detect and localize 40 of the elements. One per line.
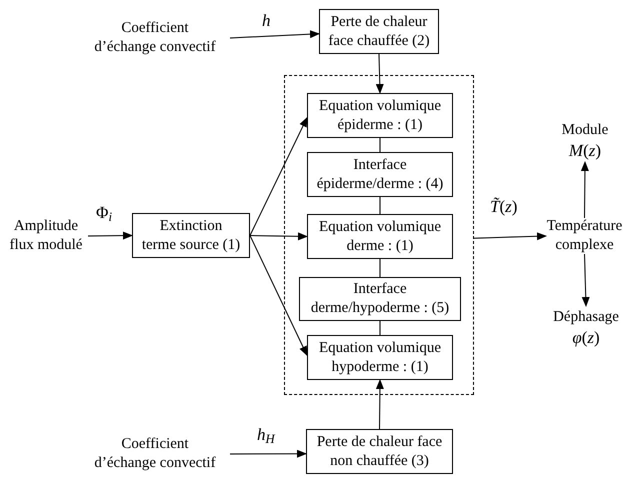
arrow bbox=[376, 379, 384, 430]
arrow bbox=[250, 235, 308, 356]
process-box bbox=[307, 335, 453, 380]
node-label: Interface derme/hypoderme : (5) bbox=[310, 280, 450, 318]
edge-label: h bbox=[262, 10, 270, 32]
node-label: Equation volumique hypoderme : (1) bbox=[318, 338, 442, 376]
process-box bbox=[307, 214, 453, 259]
dashed-group-box bbox=[284, 75, 474, 395]
node-label: Température complexe bbox=[546, 217, 623, 255]
arrow bbox=[376, 54, 384, 94]
process-box bbox=[307, 152, 453, 197]
arrow bbox=[230, 30, 320, 38]
arrow bbox=[582, 254, 590, 307]
node-label: Perte de chaleur face non chauffée (3) bbox=[316, 432, 444, 470]
arrow bbox=[230, 450, 307, 458]
node-label: Equation volumique derme : (1) bbox=[318, 218, 442, 256]
node-label: Déphasage bbox=[553, 308, 619, 326]
process-box bbox=[132, 213, 250, 258]
arrow bbox=[250, 232, 308, 240]
arrow bbox=[580, 161, 589, 218]
node-label: Coefficient d’échange convectif bbox=[93, 19, 217, 57]
math-label: φ(z) bbox=[572, 326, 600, 348]
edge-label: h$_{H}$ bbox=[257, 424, 275, 446]
arrow bbox=[250, 116, 308, 236]
edge-label: T̃(z) bbox=[490, 196, 518, 218]
arrow bbox=[88, 232, 133, 240]
process-box bbox=[307, 93, 453, 138]
node-label: Interface épiderme/derme : (4) bbox=[316, 156, 444, 194]
arrow bbox=[474, 232, 547, 240]
node-label: Extinction terme source (1) bbox=[141, 216, 241, 254]
edge-label: Φ$_{i}$ bbox=[96, 202, 112, 224]
node-label: Module bbox=[562, 120, 608, 140]
node-label: Perte de chaleur face chauffée (2) bbox=[328, 12, 430, 50]
node-label: Amplitude flux modulé bbox=[8, 217, 84, 255]
process-box bbox=[299, 277, 461, 321]
process-box bbox=[319, 9, 439, 54]
math-label: M(z) bbox=[568, 140, 602, 162]
node-label: Equation volumique épiderme : (1) bbox=[318, 96, 442, 134]
node-label: Coefficient d’échange convectif bbox=[93, 435, 217, 473]
process-box bbox=[306, 429, 453, 474]
